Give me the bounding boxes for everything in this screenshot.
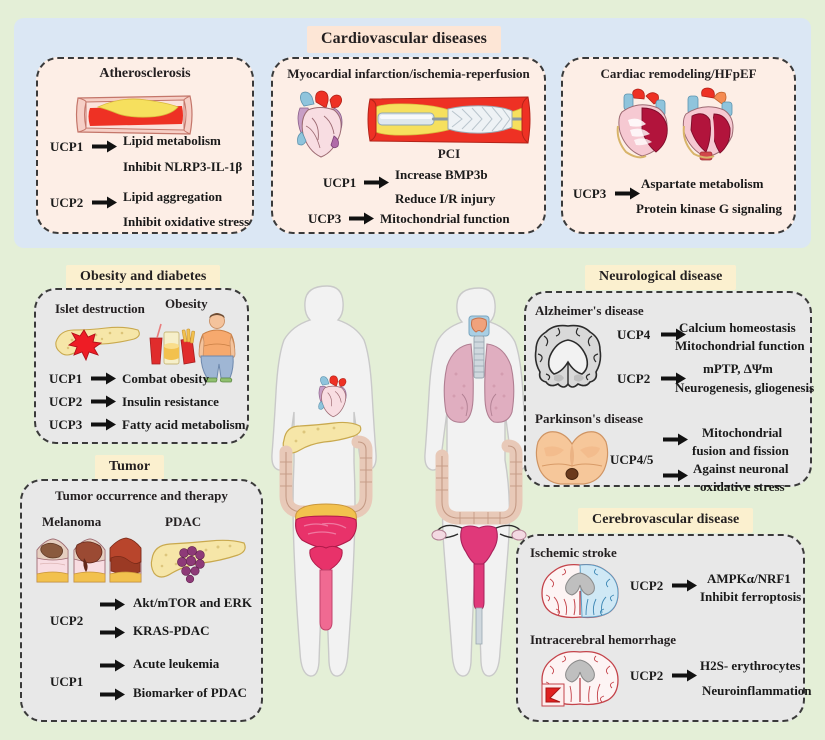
arrow-icon xyxy=(91,395,117,408)
arrow-icon xyxy=(92,196,118,209)
atherosclerosis-title: Atherosclerosis xyxy=(99,66,191,81)
arrow-icon xyxy=(615,187,641,200)
hemorrhage-source: UCP2 xyxy=(630,668,664,683)
tumor-target-1a: Akt/mTOR and ERK xyxy=(133,595,252,610)
tumor-source-2: UCP1 xyxy=(50,674,84,689)
mi-source-1: UCP1 xyxy=(323,175,357,190)
arrow-icon xyxy=(100,659,126,672)
melanoma-skin-stages-icon xyxy=(36,537,142,583)
mi-target-1a: Increase BMP3b xyxy=(395,167,488,182)
panel-cardiac-remodeling xyxy=(561,57,796,234)
obesity-target-3: Fatty acid metabolism xyxy=(122,417,246,432)
ischemic-stroke-source: UCP2 xyxy=(630,578,664,593)
pancreas-islet-damage-icon xyxy=(55,326,140,362)
coronary-stent-balloon-icon xyxy=(367,96,531,144)
two-heart-cross-sections-icon xyxy=(616,87,734,161)
alzheimer-target-2a: mPTP, ΔΨm xyxy=(703,361,773,376)
hemorrhage-target-a: H2S- erythrocytes xyxy=(700,658,801,673)
brain-coronal-ischemia-icon xyxy=(541,563,619,619)
alzheimer-title: Alzheimer's disease xyxy=(535,303,644,318)
parkinson-target-1a-line2: fusion and fission xyxy=(692,443,789,458)
alzheimer-target-2b: Neurogenesis, gliogenesis xyxy=(675,380,815,395)
parkinson-source-1: UCP4/5 xyxy=(610,452,654,467)
tumor-target-2b: Biomarker of PDAC xyxy=(133,685,247,700)
banner-tumor: Tumor xyxy=(95,455,165,480)
male-body-silhouette-organs-icon xyxy=(271,285,377,677)
mi-target-2a: Mitochondrial function xyxy=(380,211,510,226)
midbrain-substantia-nigra-icon xyxy=(535,431,609,485)
pdac-subtitle: PDAC xyxy=(165,514,202,529)
parkinson-title: Parkinson's disease xyxy=(535,411,643,426)
mi-source-2: UCP3 xyxy=(308,211,342,226)
mi-target-1b: Reduce I/R injury xyxy=(395,191,496,206)
arrow-icon xyxy=(663,469,689,482)
atherosclerosis-target-1a: Lipid metabolism xyxy=(123,133,221,148)
pci-caption: PCI xyxy=(437,146,461,161)
arrow-icon xyxy=(91,418,117,431)
arrow-icon xyxy=(100,598,126,611)
tumor-panel-title: Tumor occurrence and therapy xyxy=(55,488,228,503)
pancreas-tumor-icon xyxy=(150,539,246,584)
alzheimer-target-1a: Calcium homeostasis xyxy=(679,320,796,335)
alzheimer-source-1: UCP4 xyxy=(617,327,651,342)
artery-plaque-cutaway-icon xyxy=(75,95,193,135)
obesity-subtitle: Obesity xyxy=(165,296,208,311)
arrow-icon xyxy=(349,212,375,225)
tumor-source-1: UCP2 xyxy=(50,613,84,628)
cardiac-remodeling-title: Cardiac remodeling/HFpEF xyxy=(600,66,757,81)
arrow-icon xyxy=(92,140,118,153)
ischemic-stroke-target-a: AMPKα/NRF1 xyxy=(707,571,791,586)
obese-person-icon xyxy=(198,313,236,383)
banner-cerebrovascular: Cerebrovascular disease xyxy=(578,508,754,533)
ischemic-stroke-target-b: Inhibit ferroptosis xyxy=(700,589,802,604)
arrow-icon xyxy=(91,372,117,385)
panel-tumor xyxy=(20,479,263,722)
arrow-icon xyxy=(364,176,390,189)
atherosclerosis-target-2a: Lipid aggregation xyxy=(123,189,223,204)
hemorrhage-title: Intracerebral hemorrhage xyxy=(530,632,676,647)
obesity-target-1: Combat obesity xyxy=(122,371,210,386)
arrow-icon xyxy=(661,328,687,341)
female-body-silhouette-organs-icon xyxy=(424,287,528,677)
banner-neurological: Neurological disease xyxy=(585,265,737,290)
arrow-icon xyxy=(661,372,687,385)
obesity-source-1: UCP1 xyxy=(49,371,83,386)
atherosclerosis-target-1b: Inhibit NLRP3-IL-1β xyxy=(123,159,243,174)
cardiac-remodeling-target-1b: Protein kinase G signaling xyxy=(636,201,783,216)
cardiac-remodeling-source-1: UCP3 xyxy=(573,186,607,201)
islet-destruction-subtitle: Islet destruction xyxy=(55,301,145,316)
tumor-target-2a: Acute leukemia xyxy=(133,656,220,671)
obesity-target-2: Insulin resistance xyxy=(122,394,219,409)
tumor-target-1b: KRAS-PDAC xyxy=(133,623,210,638)
arrow-icon xyxy=(100,688,126,701)
anatomical-heart-icon xyxy=(297,90,343,158)
melanoma-subtitle: Melanoma xyxy=(42,514,102,529)
banner-obesity-diabetes: Obesity and diabetes xyxy=(66,265,221,290)
alzheimer-source-2: UCP2 xyxy=(617,371,651,386)
arrow-icon xyxy=(663,433,689,446)
fast-food-drinks-icon xyxy=(149,323,196,365)
atherosclerosis-source-2: UCP2 xyxy=(50,195,84,210)
myocardial-infarction-title: Myocardial infarction/ischemia-reperfusi… xyxy=(287,66,530,81)
parkinson-target-1a-line1: Mitochondrial xyxy=(702,425,783,440)
cardiac-remodeling-target-1a: Aspartate metabolism xyxy=(641,176,764,191)
brain-coronal-hemorrhage-icon xyxy=(541,650,619,707)
arrow-icon xyxy=(100,626,126,639)
atherosclerosis-target-2b: Inhibit oxidative stress xyxy=(123,214,250,229)
parkinson-target-1b-line1: Against neuronal xyxy=(693,461,789,476)
obesity-source-3: UCP3 xyxy=(49,417,83,432)
atherosclerosis-source-1: UCP1 xyxy=(50,139,84,154)
banner-cardiovascular: Cardiovascular diseases xyxy=(307,26,502,53)
obesity-source-2: UCP2 xyxy=(49,394,83,409)
parkinson-target-1b-line2: oxidative stress xyxy=(700,479,785,494)
hemorrhage-target-b: Neuroinflammation xyxy=(702,683,812,698)
ischemic-stroke-title: Ischemic stroke xyxy=(530,545,617,560)
alzheimer-target-1b: Mitochondrial function xyxy=(675,338,805,353)
arrow-icon xyxy=(672,669,698,682)
panel-atherosclerosis xyxy=(36,57,254,234)
arrow-icon xyxy=(672,579,698,592)
brain-coronal-atrophy-icon xyxy=(534,324,602,388)
